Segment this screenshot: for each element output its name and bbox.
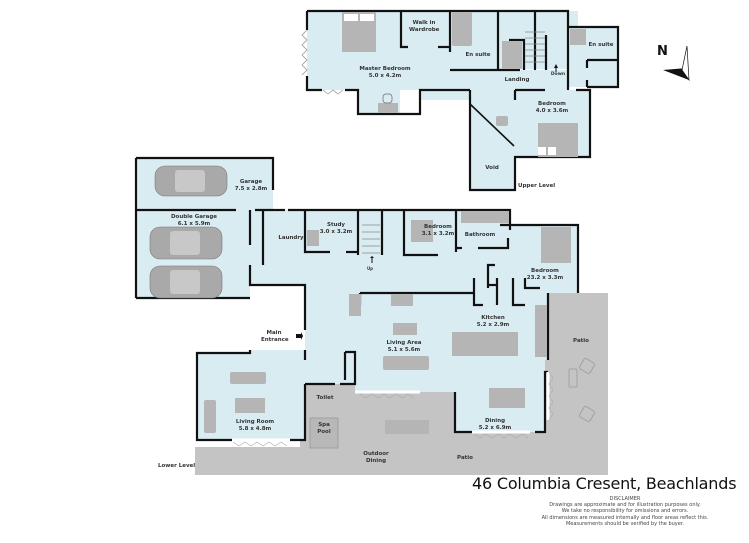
room-dims: 6.1 x 5.9m <box>177 221 211 227</box>
room-label-bedroom-3: Bedroom 23.2 x 3.3m <box>527 268 563 282</box>
room-dims: 5.2 x 6.9m <box>478 425 512 431</box>
room-name: Living Room <box>235 419 275 425</box>
room-label-living-room: Living Room 5.8 x 4.8m <box>236 419 274 433</box>
room-name: Kitchen <box>481 315 505 321</box>
room-name: Master Bedroom <box>359 66 411 72</box>
room-label-patio-east: Patio <box>573 338 589 344</box>
room-dims: 5.0 x 4.2m <box>368 73 402 79</box>
room-name: Double Garage <box>170 214 218 220</box>
property-address: 46 Columbia Cresent, Beachlands <box>472 474 737 493</box>
lower-level-plan <box>134 156 608 475</box>
room-label-dining: Dining 5.2 x 6.9m <box>479 418 512 432</box>
room-name: Bedroom <box>531 268 559 274</box>
disclaimer-line: Measurements should be verified by the b… <box>565 520 685 527</box>
room-label-living-area: Living Area 5.1 x 5.6m <box>386 340 421 354</box>
north-arrow-icon <box>663 45 690 82</box>
room-label-toilet: Toilet <box>316 395 334 401</box>
room-name: Study <box>326 222 346 228</box>
room-label-bathroom: Bathroom <box>464 232 496 238</box>
room-name: Dining <box>484 418 506 424</box>
upper-level-label: Upper Level <box>518 183 556 189</box>
room-label-landing: Landing <box>504 77 530 83</box>
room-name: Garage <box>239 179 263 185</box>
disclaimer-heading: DISCLAIMER <box>609 496 641 502</box>
room-name: Living Area <box>386 340 422 346</box>
room-label-spa-pool: Spa Pool <box>317 422 331 435</box>
room-label-void: Void <box>485 165 499 171</box>
room-label-kitchen: Kitchen 5.2 x 2.9m <box>477 315 510 329</box>
room-dims: 3.1 x 3.2m <box>421 231 455 237</box>
room-label-master-bedroom: Master Bedroom 5.0 x 4.2m <box>359 66 410 80</box>
upper-level-plan <box>301 9 620 192</box>
disclaimer-line: All dimensions are measured internally a… <box>541 514 709 521</box>
room-label-main-entrance: Main Entrance <box>261 330 289 343</box>
room-label-en-suite-2: En suite <box>588 42 614 48</box>
room-label-study: Study 3.0 x 3.2m <box>320 222 353 236</box>
room-label-garage: Garage 7.5 x 2.8m <box>235 179 268 193</box>
disclaimer-line: Drawings are approximate and for illustr… <box>549 502 701 509</box>
lower-level-label: Lower Level <box>158 463 196 469</box>
room-label-outdoor-dining: Outdoor Dining <box>363 451 389 464</box>
room-label-double-garage: Double Garage 6.1 x 5.9m <box>171 214 217 228</box>
compass-label: N <box>657 44 668 59</box>
room-dims: 7.5 x 2.8m <box>234 186 268 192</box>
room-dims: 4.0 x 3.6m <box>535 108 569 114</box>
room-label-patio-south: Patio <box>457 455 473 461</box>
room-name: Bedroom <box>424 224 452 230</box>
room-label-bedroom-upper: Bedroom 4.0 x 3.6m <box>536 101 569 115</box>
room-dims: 3.0 x 3.2m <box>319 229 353 235</box>
room-name: Bedroom <box>538 101 566 107</box>
room-label-laundry: Laundry <box>278 235 304 241</box>
room-dims: 5.2 x 2.9m <box>476 322 510 328</box>
room-label-en-suite-master: En suite <box>465 52 491 58</box>
room-label-bedroom-2: Bedroom 3.1 x 3.2m <box>422 224 455 238</box>
stairs-up-label: Up <box>366 266 374 271</box>
disclaimer-line: We take no responsibility for omissions … <box>561 508 689 515</box>
disclaimer: DISCLAIMER Drawings are approximate and … <box>520 496 730 527</box>
room-dims: 23.2 x 3.3m <box>526 275 564 281</box>
room-dims: 5.8 x 4.8m <box>238 426 272 432</box>
room-dims: 5.1 x 5.6m <box>387 347 421 353</box>
stairs-down-label: Down <box>550 72 566 77</box>
room-label-walk-in-wardrobe: Walk in Wardrobe <box>409 20 440 33</box>
